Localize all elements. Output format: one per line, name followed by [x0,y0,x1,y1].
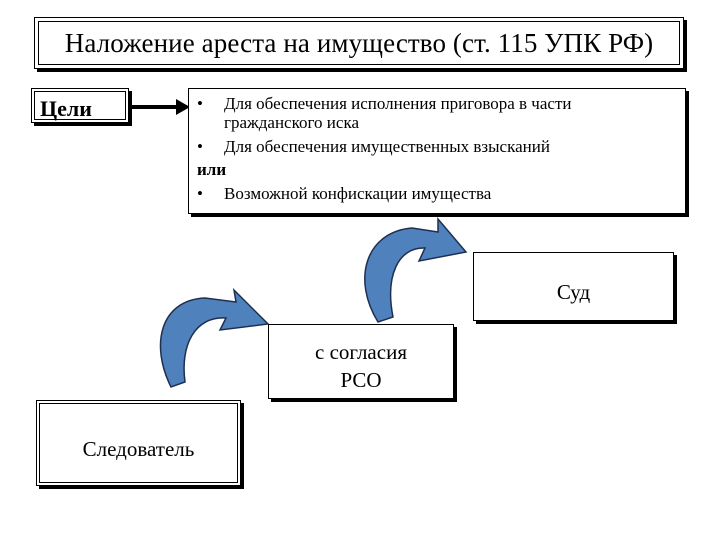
purpose-connector: или [197,160,227,179]
bullet-icon: • [197,184,203,203]
investigator-box: Следователь [36,400,241,486]
goals-arrow-icon [132,99,190,115]
title-box: Наложение ареста на имущество (ст. 115 У… [34,17,684,69]
court-box: Суд [473,252,674,321]
purpose-3: Возможной конфискации имущества [224,184,492,203]
bullet-icon: • [197,94,203,113]
consent-box: с согласия РСО [268,324,454,399]
bullet-icon: • [197,137,203,156]
investigator-label: Следователь [82,437,195,461]
goals-label: Цели [40,96,92,121]
court-label: Суд [556,280,591,304]
curved-arrow-icon-left [159,287,270,388]
purpose-2: Для обеспечения имущественных взысканий [224,137,550,156]
purposes-box: • Для обеспечения исполнения приговора в… [188,88,686,214]
consent-label-line-2: РСО [340,368,382,392]
goals-box: Цели [31,88,129,123]
page-title: Наложение ареста на имущество (ст. 115 У… [64,27,654,58]
curved-arrow-icon-right [364,216,468,323]
purpose-1-line-1: Для обеспечения исполнения приговора в ч… [224,94,572,113]
purpose-1-line-2: гражданского иска [224,113,359,132]
consent-label-line-1: с согласия [315,340,407,364]
